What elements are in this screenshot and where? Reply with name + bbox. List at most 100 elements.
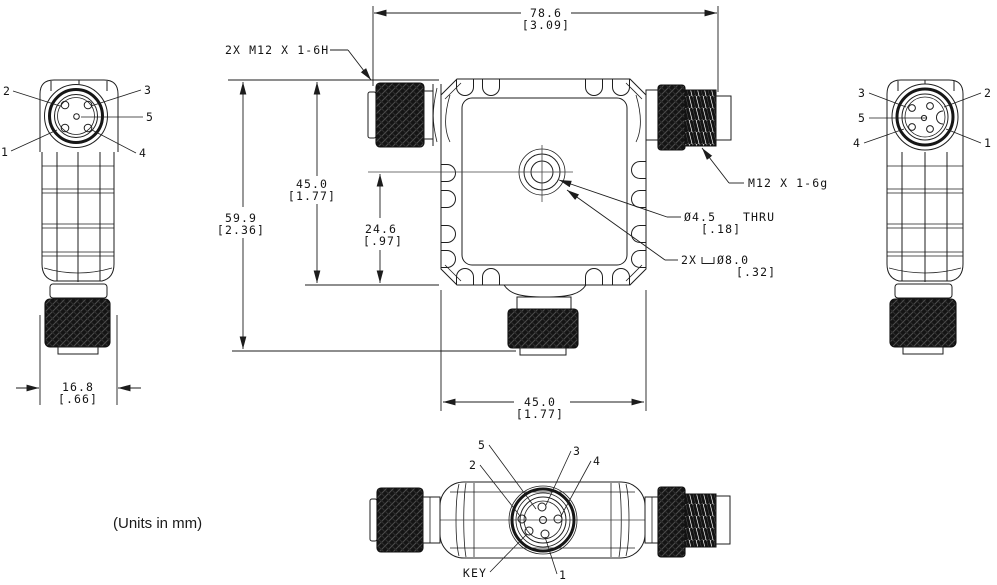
cbore-dia-text: Ø8.0 [717, 253, 749, 267]
dim-inch: [.66] [58, 392, 98, 406]
hole-dia-text: Ø4.5 [684, 210, 716, 224]
dim-body-width: 45.0 [1.77] [440, 290, 647, 421]
socket-pin [537, 502, 547, 512]
dim-connector-body-width: 16.8 [.66] [16, 315, 141, 406]
pin-label: 3 [144, 83, 152, 97]
dim-mm: 45.0 [524, 395, 556, 409]
bottom-port-knurled-nut [507, 308, 579, 349]
dim-overall-height: 59.9 [2.36] [217, 82, 265, 349]
dim-mm: 24.6 [365, 222, 397, 236]
male-thread [684, 89, 717, 147]
left-view-pin-callouts: 2 3 5 1 4 [1, 83, 154, 160]
dim-mm: 59.9 [225, 211, 257, 225]
key-slot [524, 526, 534, 536]
left-view-housing [39, 79, 119, 355]
note-counterbore: 2X Ø8.0 [.32] [566, 189, 776, 279]
dim-inch: [1.77] [516, 407, 564, 421]
pin-label: 2 [984, 86, 992, 100]
center-socket-pin [73, 113, 80, 120]
pin-label: 2 [469, 458, 477, 472]
bottom-view-left-knurled-nut [376, 487, 424, 553]
cbore-inch-text: [.32] [736, 265, 776, 279]
dim-mm: 78.6 [530, 6, 562, 20]
pin-label: 4 [853, 136, 861, 150]
dim-inch: [2.36] [217, 223, 265, 237]
pin-label: 2 [3, 84, 11, 98]
pin-label: 4 [593, 454, 601, 468]
cbore-prefix-text: 2X [681, 253, 697, 267]
hole-suffix-text: THRU [743, 210, 775, 224]
dim-inch: [1.77] [288, 189, 336, 203]
socket-pin [540, 529, 550, 539]
right-view-housing [886, 79, 964, 355]
pin-label: 3 [573, 444, 581, 458]
bottom-view-right-connector [644, 486, 731, 558]
pin-label: 1 [984, 136, 992, 150]
male-pin [908, 123, 916, 131]
dim-extension-lines [228, 79, 516, 352]
note-male-port-thread: M12 X 1-6g [701, 147, 828, 190]
left-port-knurled-nut [375, 82, 425, 148]
units-note: (Units in mm) [113, 515, 202, 532]
dim-mm: 16.8 [62, 380, 94, 394]
socket-pin [60, 100, 70, 110]
bottom-view-male-thread [684, 493, 717, 548]
dim-inch: [.97] [363, 234, 403, 248]
right-view-knurled-nut [889, 298, 957, 348]
front-view: 78.6 [3.09] 59.9 [2.36] 45.0 [1.77] 24.6… [217, 6, 828, 421]
key-label: KEY [463, 566, 487, 580]
left-view-nut-lip [57, 346, 99, 355]
left-port-connector [367, 82, 442, 148]
dim-overall-length: 78.6 [3.09] [372, 6, 719, 92]
hole-inch-text: [.18] [701, 222, 741, 236]
socket-pin [60, 123, 70, 133]
pin-label: 5 [478, 438, 486, 452]
dim-port-center-offset: 24.6 [.97] [363, 174, 403, 283]
bottom-port-connector [503, 284, 587, 356]
center-socket-pin [539, 516, 547, 524]
left-view-connector-face [44, 84, 108, 148]
front-panel [461, 97, 628, 266]
male-pilot-tip [715, 95, 732, 141]
right-view-pin-callouts: 3 2 5 4 1 [853, 86, 992, 150]
socket-pin [517, 514, 527, 524]
bottom-view-left-connector [369, 487, 441, 553]
pin-label: 1 [559, 568, 567, 582]
left-side-view: 2 3 5 1 4 16.8 [.66] [1, 79, 154, 406]
bottom-view-right-knurled-nut [657, 486, 686, 558]
note-thru-hole: Ø4.5 THRU [.18] [558, 179, 775, 236]
front-view-body [440, 78, 647, 286]
right-view-neck [894, 283, 953, 299]
pin-label: 5 [858, 111, 866, 125]
dim-inch: [3.09] [522, 18, 570, 32]
pin-label: 5 [146, 110, 154, 124]
bottom-view-pilot-tip [715, 495, 731, 545]
male-pin [926, 125, 934, 133]
right-port-connector [645, 84, 732, 151]
bottom-port-face [508, 485, 578, 555]
male-pin [926, 102, 934, 110]
thread-note-text: M12 X 1-6g [748, 176, 828, 190]
note-female-ports-thread: 2X M12 X 1-6H [225, 43, 372, 81]
male-pin [908, 104, 916, 112]
bottom-view-pin-callouts: 5 2 3 4 KEY 1 [463, 438, 601, 582]
right-side-view: 3 2 5 4 1 [853, 79, 992, 355]
dim-mm: 45.0 [296, 177, 328, 191]
right-view-connector-face [891, 83, 959, 151]
keyway-notch [936, 110, 944, 125]
pin-label: 1 [1, 145, 9, 159]
bottom-view: 5 2 3 4 KEY 1 [369, 438, 731, 582]
left-view-knurled-nut [44, 298, 111, 348]
left-view-neck [49, 283, 108, 299]
right-port-knurled-nut [657, 84, 686, 151]
socket-pin [83, 100, 93, 110]
pin-label: 3 [858, 86, 866, 100]
mounting-hole [368, 145, 573, 202]
counterbore-symbol [701, 257, 715, 264]
bottom-port-lip [519, 347, 567, 356]
right-view-nut-lip [902, 346, 944, 355]
socket-pin [83, 123, 93, 133]
dim-body-height: 45.0 [1.77] [288, 82, 336, 283]
